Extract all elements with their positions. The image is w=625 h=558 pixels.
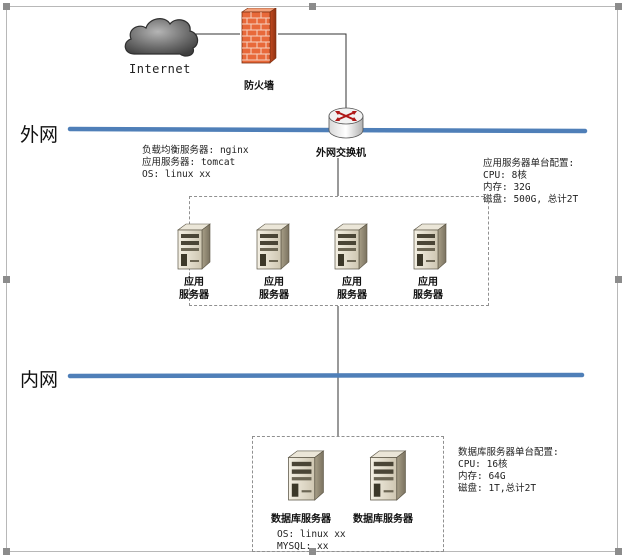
- db-server-label: 数据库服务器: [353, 514, 413, 525]
- firewall-switch-link: [278, 33, 347, 108]
- app-server-label: 应用 服务器: [252, 276, 296, 302]
- internet-cloud-icon: [124, 18, 199, 57]
- app-server-config: 应用服务器单台配置: CPU: 8核 内存: 32G 磁盘: 500G, 总计2…: [483, 158, 578, 206]
- db-server-label: 数据库服务器: [271, 514, 331, 525]
- app-server-label-line2: 服务器: [179, 290, 209, 301]
- internal-network-line: [67, 372, 585, 379]
- lb-info-line: OS: linux xx: [142, 169, 211, 180]
- app-server-label-line1: 应用: [264, 277, 284, 288]
- db-os-line: MYSQL: xx: [277, 541, 329, 552]
- app-server: [251, 222, 295, 276]
- lb-info-line: 负载均衡服务器: nginx: [142, 145, 249, 156]
- external-network-line: [67, 126, 588, 134]
- db-config-line: 内存: 64G: [458, 471, 506, 482]
- app-server-label: 应用 服务器: [406, 276, 450, 302]
- app-config-line: 应用服务器单台配置:: [483, 158, 575, 169]
- server-icon: [287, 450, 324, 501]
- internet-label: Internet: [129, 62, 191, 76]
- db-config-line: 数据库服务器单台配置:: [458, 447, 559, 458]
- external-switch-label: 外网交换机: [316, 148, 366, 159]
- external-switch-icon: [328, 107, 364, 139]
- db-server: [282, 448, 330, 508]
- app-server: [329, 222, 373, 276]
- app-server-label-line2: 服务器: [259, 290, 289, 301]
- app-server-label-line1: 应用: [184, 277, 204, 288]
- app-config-line: 磁盘: 500G, 总计2T: [483, 194, 579, 205]
- resize-handle-bottom-left[interactable]: [3, 548, 10, 555]
- db-os-line: OS: linux xx: [277, 529, 346, 540]
- lb-info-line: 应用服务器: tomcat: [142, 157, 236, 168]
- db-os-info: OS: linux xx MYSQL: xx: [277, 529, 346, 553]
- db-config-line: CPU: 16核: [458, 459, 508, 470]
- app-server-label-line1: 应用: [418, 277, 438, 288]
- server-icon: [369, 450, 406, 501]
- resize-handle-top-left[interactable]: [3, 3, 10, 10]
- internal-network-label: 内网: [20, 369, 59, 391]
- app-server: [172, 222, 216, 276]
- resize-handle-bottom-right[interactable]: [615, 548, 622, 555]
- resize-handle-top-right[interactable]: [615, 3, 622, 10]
- app-server-label-line1: 应用: [342, 277, 362, 288]
- server-icon: [413, 223, 447, 270]
- firewall-icon: [241, 8, 277, 64]
- resize-handle-middle-right[interactable]: [615, 276, 622, 283]
- app-server-label: 应用 服务器: [330, 276, 374, 302]
- app-server-label-line2: 服务器: [413, 290, 443, 301]
- app-config-line: CPU: 8核: [483, 170, 527, 181]
- db-server-config: 数据库服务器单台配置: CPU: 16核 内存: 64G 磁盘: 1T,总计2T: [458, 447, 559, 495]
- app-server: [408, 222, 452, 276]
- resize-handle-middle-left[interactable]: [3, 276, 10, 283]
- db-server: [364, 448, 412, 508]
- db-config-line: 磁盘: 1T,总计2T: [458, 483, 537, 494]
- external-network-label: 外网: [20, 124, 59, 146]
- resize-handle-top-center[interactable]: [309, 3, 316, 10]
- app-server-label-line2: 服务器: [337, 290, 367, 301]
- app-server-label: 应用 服务器: [172, 276, 216, 302]
- server-icon: [334, 223, 368, 270]
- server-icon: [177, 223, 211, 270]
- load-balancer-info: 负载均衡服务器: nginx 应用服务器: tomcat OS: linux x…: [142, 145, 249, 181]
- app-config-line: 内存: 32G: [483, 182, 531, 193]
- db-server-group: [252, 436, 444, 552]
- server-icon: [256, 223, 290, 270]
- firewall-label: 防火墙: [244, 81, 274, 92]
